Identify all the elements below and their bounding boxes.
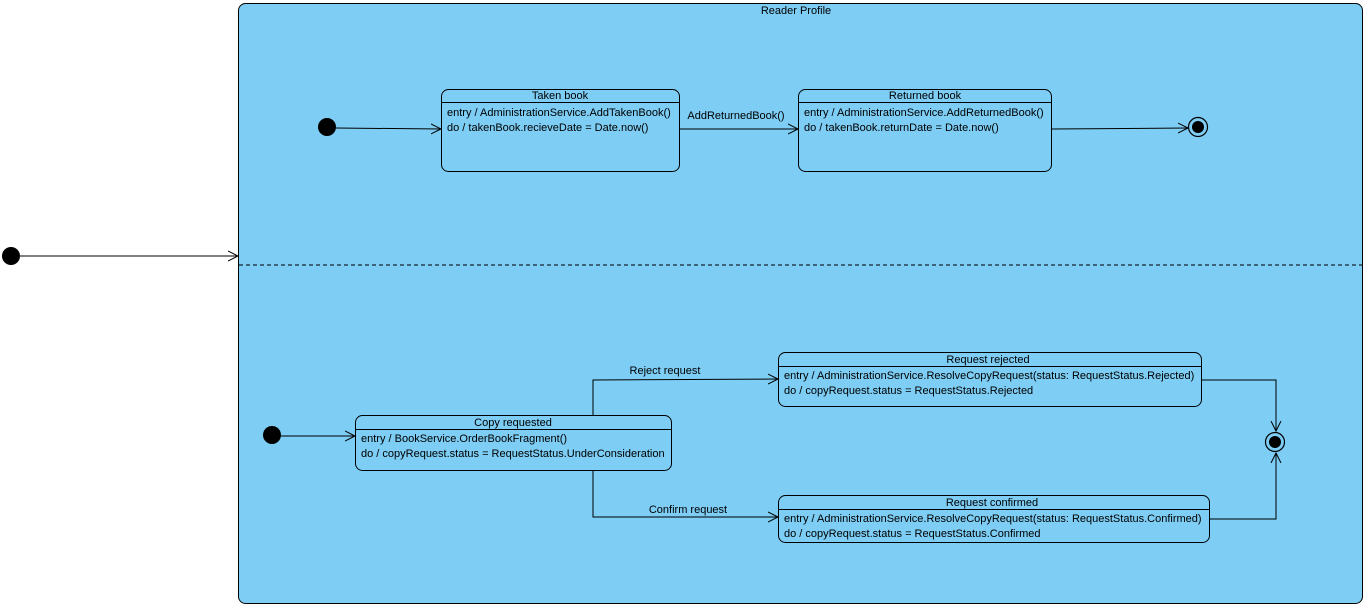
state-do-activity: do / takenBook.recieveDate = Date.now(): [447, 122, 648, 134]
state-name: Request confirmed: [946, 497, 1038, 509]
state-do-activity: do / copyRequest.status = RequestStatus.…: [784, 528, 1041, 540]
initial-node-region2[interactable]: [263, 426, 281, 444]
initial-node-outer[interactable]: [2, 247, 20, 265]
state-request-rejected[interactable]: Request rejected entry / AdministrationS…: [778, 352, 1202, 407]
state-request-confirmed[interactable]: Request confirmed entry / Administration…: [778, 495, 1210, 543]
initial-node-region1[interactable]: [318, 118, 336, 136]
state-do-activity: do / copyRequest.status = RequestStatus.…: [361, 448, 665, 460]
transition-confirmed-to-final[interactable]: [1210, 453, 1276, 520]
transition-label-add-returned-book: AddReturnedBook(): [687, 110, 784, 122]
state-entry-action: entry / AdministrationService.ResolveCop…: [784, 513, 1202, 525]
state-entry-action: entry / AdministrationService.AddTakenBo…: [447, 107, 671, 119]
state-name: Request rejected: [946, 354, 1029, 366]
composite-state-title: Reader Profile: [761, 5, 831, 17]
state-name: Copy requested: [474, 417, 552, 429]
state-entry-action: entry / AdministrationService.ResolveCop…: [784, 370, 1194, 382]
state-entry-action: entry / BookService.OrderBookFragment(): [361, 433, 567, 445]
state-do-activity: do / copyRequest.status = RequestStatus.…: [784, 385, 1033, 397]
transition-label-confirm-request: Confirm request: [649, 504, 727, 516]
final-node-region1[interactable]: [1187, 116, 1209, 138]
final-node-region2[interactable]: [1264, 431, 1286, 453]
transition-initial-to-taken-book[interactable]: [335, 128, 441, 129]
state-name: Taken book: [532, 90, 589, 102]
transition-rejected-to-final[interactable]: [1202, 379, 1276, 431]
state-copy-requested[interactable]: Copy requested entry / BookService.Order…: [355, 415, 672, 471]
state-name: Returned book: [889, 90, 962, 102]
transition-confirm-request[interactable]: [592, 471, 778, 517]
transition-returned-to-final[interactable]: [1051, 128, 1188, 129]
transition-reject-request[interactable]: [592, 379, 778, 415]
state-entry-action: entry / AdministrationService.AddReturne…: [804, 107, 1044, 119]
state-do-activity: do / takenBook.returnDate = Date.now(): [804, 122, 999, 134]
transition-label-reject-request: Reject request: [630, 365, 701, 377]
state-returned-book[interactable]: Returned book entry / AdministrationServ…: [798, 89, 1052, 172]
state-taken-book[interactable]: Taken book entry / AdministrationService…: [441, 89, 680, 172]
